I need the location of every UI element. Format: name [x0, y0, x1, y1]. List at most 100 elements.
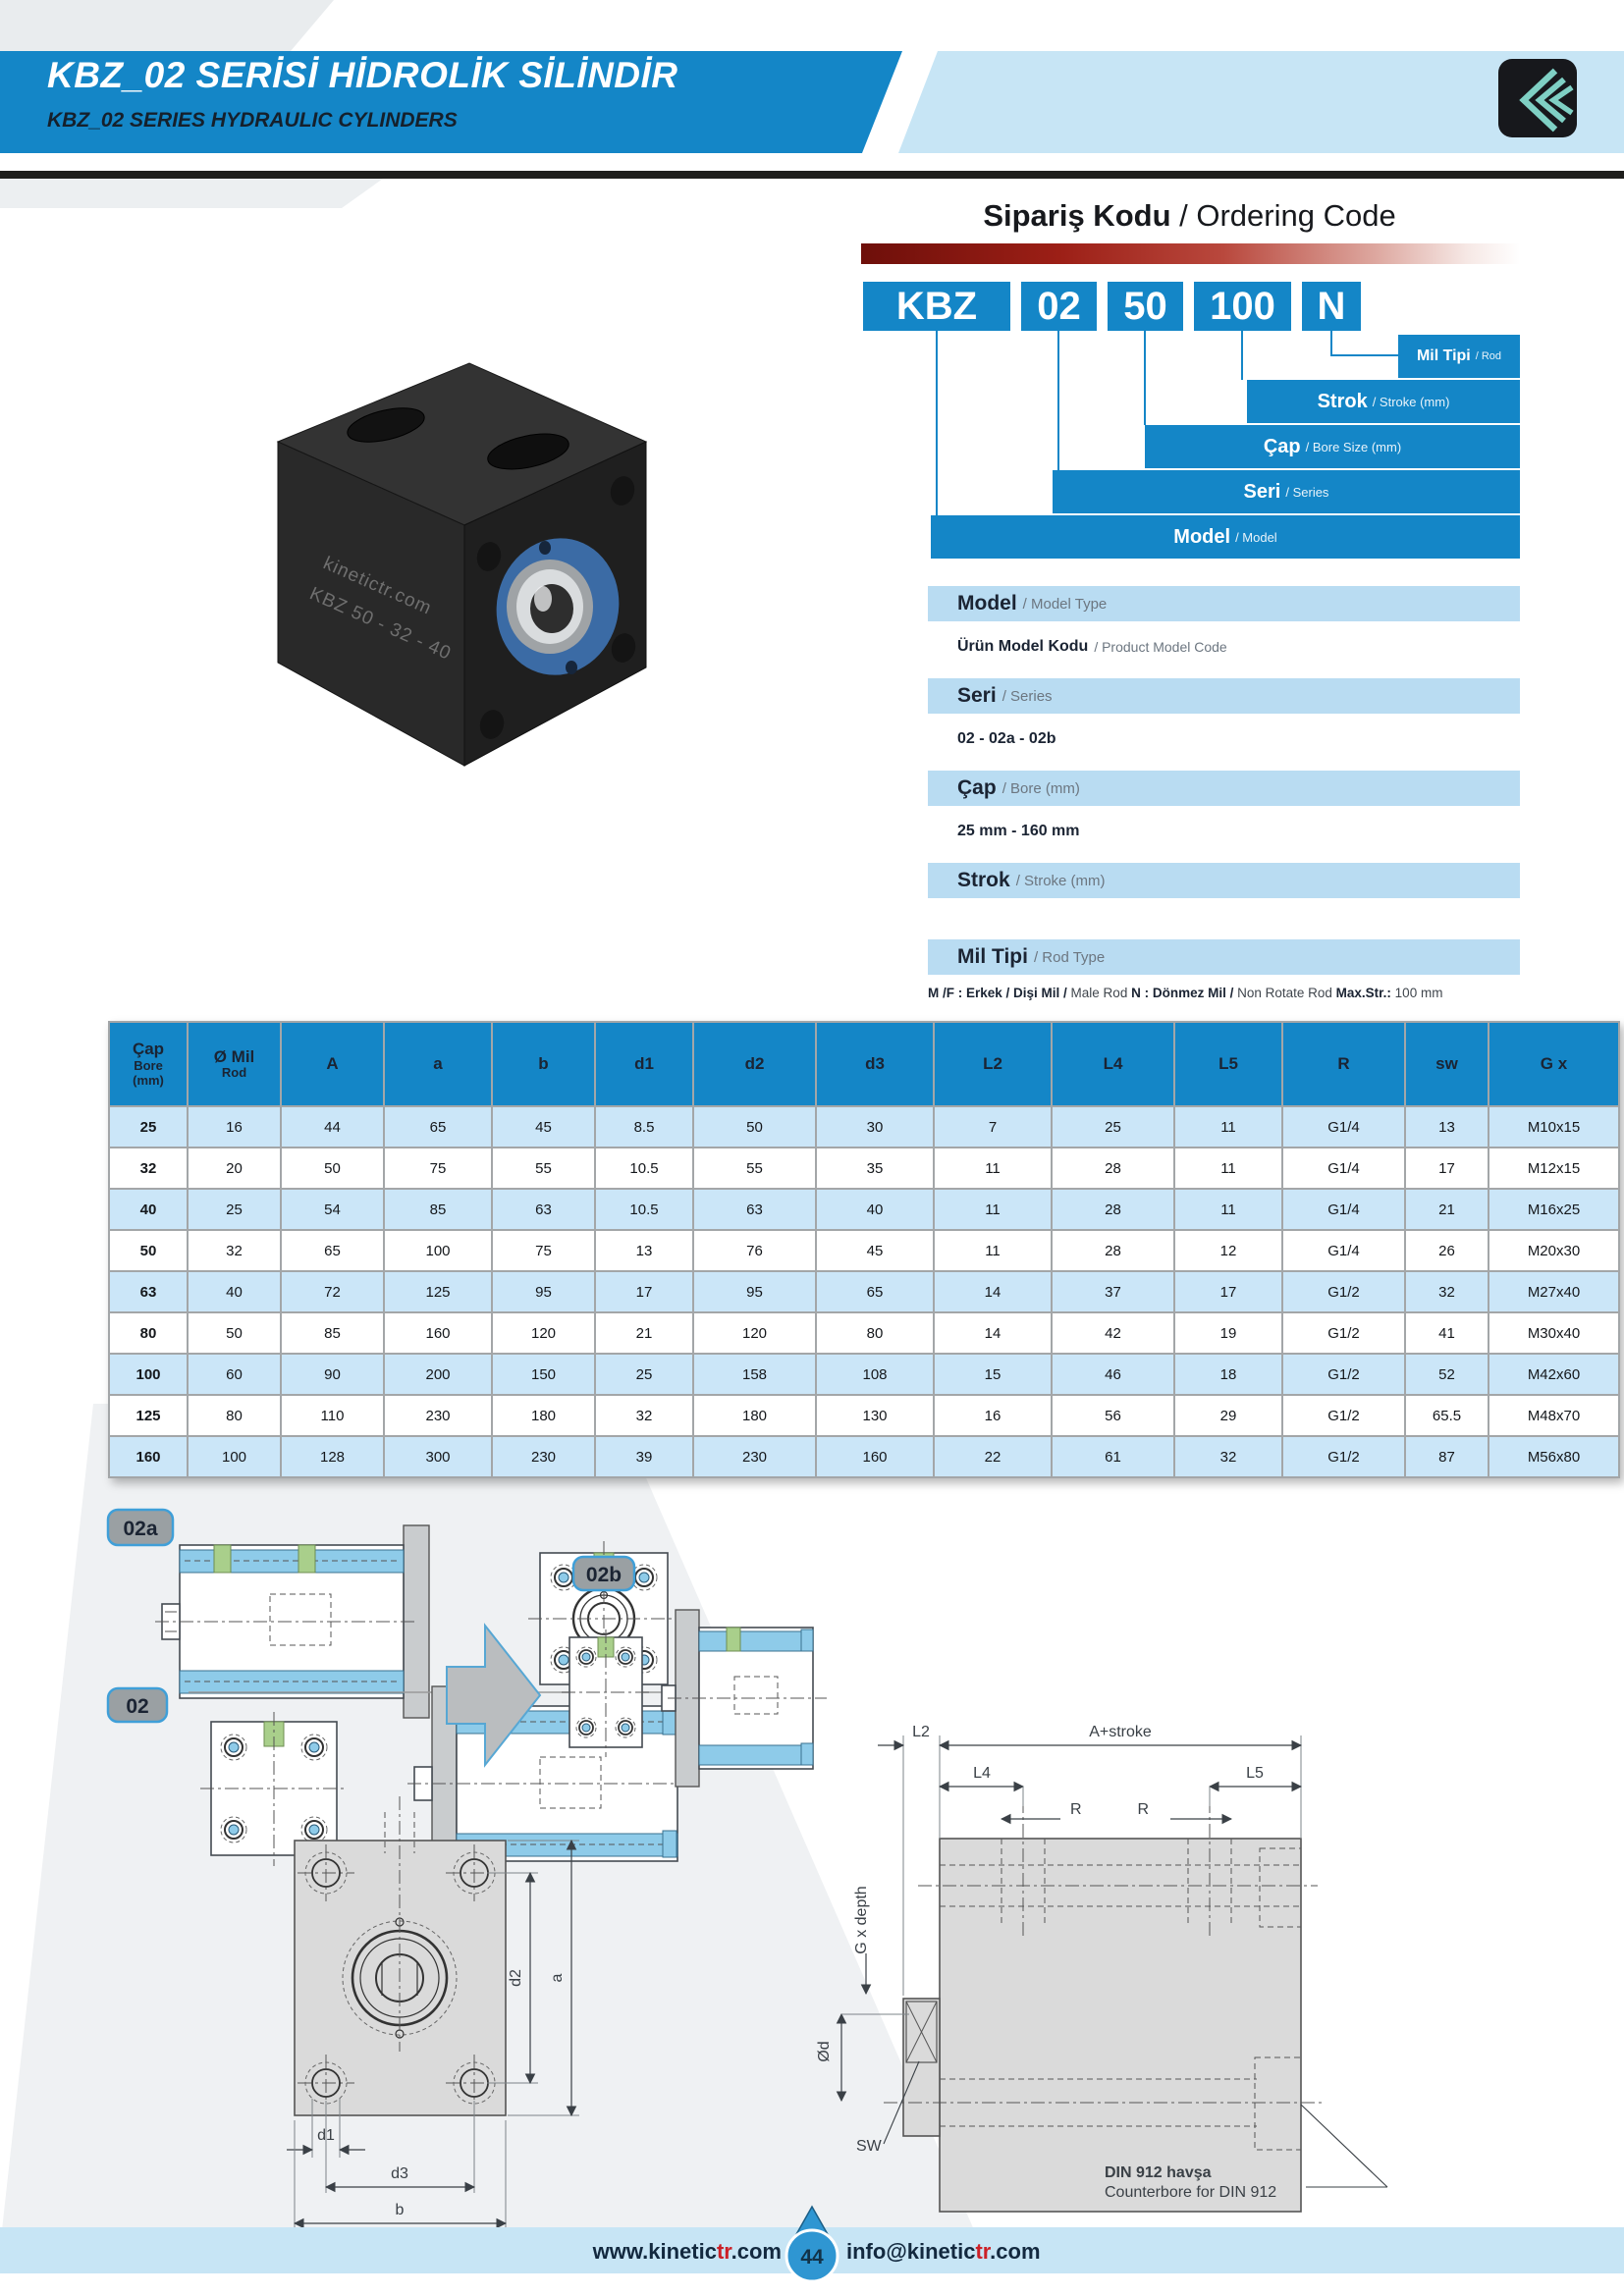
cell-50-9: 28 — [1051, 1229, 1175, 1272]
cell-50-2: 65 — [280, 1229, 385, 1272]
cell-160-4: 230 — [491, 1435, 596, 1478]
cell-125-8: 16 — [933, 1394, 1053, 1437]
cell-50-3: 100 — [383, 1229, 493, 1272]
ordering-label-4: Model / Model — [931, 515, 1520, 559]
din-note-tr: DIN 912 havşa — [1105, 2164, 1212, 2181]
cell-40-0: 40 — [108, 1188, 189, 1231]
cell-32-8: 11 — [933, 1147, 1053, 1190]
cell-80-2: 85 — [280, 1311, 385, 1355]
cell-50-7: 45 — [815, 1229, 935, 1272]
cell-25-1: 16 — [187, 1105, 282, 1148]
dim-Od: Ød — [816, 2041, 833, 2061]
table-header-l5: L5 — [1173, 1021, 1283, 1107]
cell-80-1: 50 — [187, 1311, 282, 1355]
cell-100-8: 15 — [933, 1353, 1053, 1396]
product-photo: kinetictr.com KBZ 50 - 32 - 40 — [276, 362, 648, 767]
kinetic-logo-icon — [1498, 59, 1577, 137]
badge-02b — [571, 1555, 636, 1592]
cell-40-4: 63 — [491, 1188, 596, 1231]
cell-32-4: 55 — [491, 1147, 596, 1190]
cell-100-0: 100 — [108, 1353, 189, 1396]
footer-email-link[interactable]: info@kinetictr.com — [846, 2239, 1041, 2265]
cell-63-5: 17 — [594, 1270, 694, 1313]
connector-line-4 — [1330, 331, 1332, 356]
cell-40-2: 54 — [280, 1188, 385, 1231]
detail-bar-0: Model / Model Type — [928, 586, 1520, 621]
cell-25-5: 8.5 — [594, 1105, 694, 1148]
cell-25-2: 44 — [280, 1105, 385, 1148]
email-prefix: info@kinetic — [846, 2239, 976, 2264]
cell-50-8: 11 — [933, 1229, 1053, 1272]
cell-63-3: 125 — [383, 1270, 493, 1313]
rod-type-note: M /F : Erkek / Dişi Mil / Male Rod N : D… — [928, 986, 1443, 1000]
cell-160-12: 87 — [1404, 1435, 1489, 1478]
cell-125-1: 80 — [187, 1394, 282, 1437]
transition-arrow-icon — [446, 1623, 542, 1768]
cell-25-4: 45 — [491, 1105, 596, 1148]
dim-L5: L5 — [1246, 1765, 1264, 1782]
cell-80-3: 160 — [383, 1311, 493, 1355]
cell-125-10: 29 — [1173, 1394, 1283, 1437]
badge-02a-label: 02a — [123, 1518, 157, 1540]
cell-50-4: 75 — [491, 1229, 596, 1272]
drawing-front-dimensions: d2 a d1 d3 b — [287, 1796, 579, 2230]
table-header-b: b — [491, 1021, 596, 1107]
cell-63-11: G1/2 — [1281, 1270, 1406, 1313]
cell-50-0: 50 — [108, 1229, 189, 1272]
cell-100-5: 25 — [594, 1353, 694, 1396]
code-box-kbz: KBZ — [863, 282, 1010, 331]
connector-line-3 — [1241, 331, 1243, 380]
cell-100-4: 150 — [491, 1353, 596, 1396]
cell-63-0: 63 — [108, 1270, 189, 1313]
cell-32-9: 28 — [1051, 1147, 1175, 1190]
cell-100-7: 108 — [815, 1353, 935, 1396]
cell-40-11: G1/4 — [1281, 1188, 1406, 1231]
badge-02a — [106, 1508, 175, 1547]
ordering-label-3: Seri / Series — [1053, 470, 1520, 513]
ordering-label-2: Çap / Bore Size (mm) — [1145, 425, 1520, 468]
ordering-title-en: / Ordering Code — [1170, 198, 1396, 233]
cell-40-8: 11 — [933, 1188, 1053, 1231]
cell-80-7: 80 — [815, 1311, 935, 1355]
cell-25-8: 7 — [933, 1105, 1053, 1148]
cell-63-4: 95 — [491, 1270, 596, 1313]
table-header-sw: sw — [1404, 1021, 1489, 1107]
page-subtitle: KBZ_02 SERIES HYDRAULIC CYLINDERS — [47, 109, 458, 132]
cell-100-9: 46 — [1051, 1353, 1175, 1396]
page-number: 44 — [800, 2246, 824, 2269]
detail-value-3: 02 - 02a - 02b — [957, 730, 1056, 747]
cell-32-2: 50 — [280, 1147, 385, 1190]
cell-160-2: 128 — [280, 1435, 385, 1478]
table-header-r: R — [1281, 1021, 1406, 1107]
cell-50-5: 13 — [594, 1229, 694, 1272]
footer-website-link[interactable]: www.kinetictr.com — [393, 2239, 782, 2265]
cell-40-5: 10.5 — [594, 1188, 694, 1231]
cell-125-12: 65.5 — [1404, 1394, 1489, 1437]
header-gray-wedge — [0, 0, 334, 51]
cell-125-4: 180 — [491, 1394, 596, 1437]
cell-80-6: 120 — [692, 1311, 817, 1355]
cell-125-13: M48x70 — [1488, 1394, 1620, 1437]
ordering-label-0: Mil Tipi / Rod — [1398, 335, 1520, 378]
dim-SW: SW — [856, 2138, 883, 2155]
cell-40-12: 21 — [1404, 1188, 1489, 1231]
cell-80-5: 21 — [594, 1311, 694, 1355]
cell-80-13: M30x40 — [1488, 1311, 1620, 1355]
cell-160-1: 100 — [187, 1435, 282, 1478]
cell-32-0: 32 — [108, 1147, 189, 1190]
cell-25-10: 11 — [1173, 1105, 1283, 1148]
cell-125-5: 32 — [594, 1394, 694, 1437]
drawing-02b-side — [661, 1609, 827, 1788]
ordering-red-bar — [861, 243, 1520, 264]
cell-125-0: 125 — [108, 1394, 189, 1437]
dim-A-stroke: A+stroke — [1089, 1724, 1152, 1740]
website-accent: tr — [716, 2239, 731, 2264]
page-title: KBZ_02 SERİSİ HİDROLİK SİLİNDİR — [47, 55, 678, 95]
detail-bar-6: Strok / Stroke (mm) — [928, 863, 1520, 898]
cell-160-6: 230 — [692, 1435, 817, 1478]
ordering-title: Sipariş Kodu / Ordering Code — [859, 198, 1520, 234]
